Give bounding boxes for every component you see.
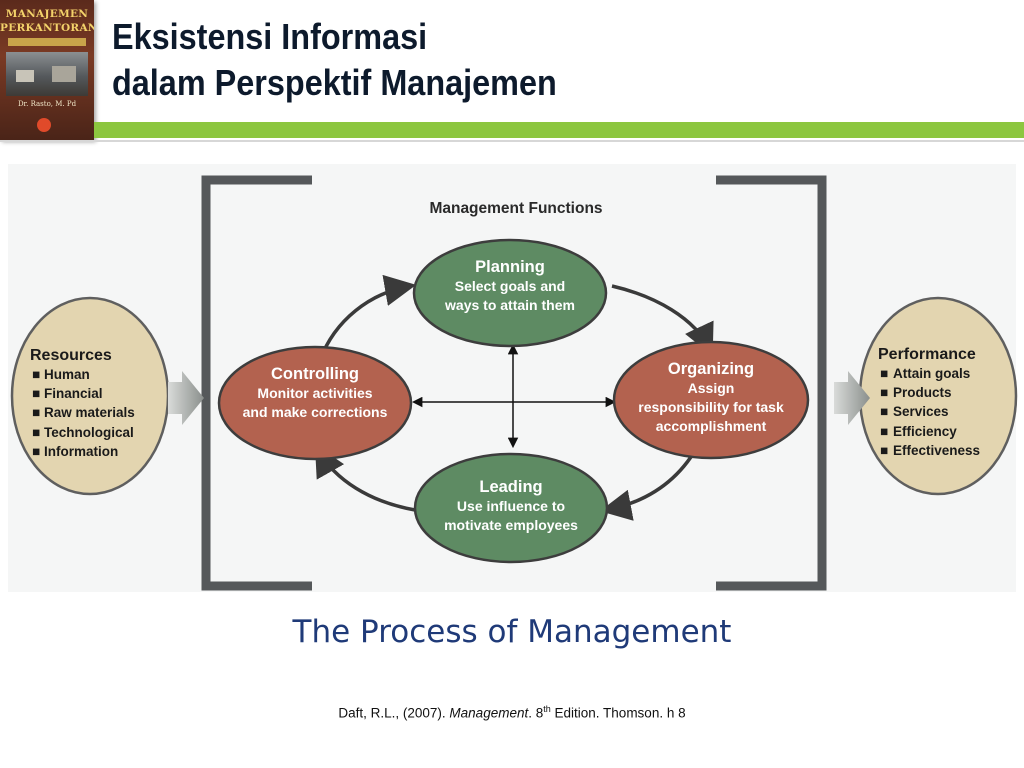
citation-edition-suffix: th xyxy=(543,704,551,714)
performance-bullet: ■ xyxy=(880,443,888,458)
book-cover-photo xyxy=(6,52,88,96)
resources-title: Resources xyxy=(30,347,112,364)
source-citation: Daft, R.L., (2007). Management. 8th Edit… xyxy=(0,704,1024,721)
planning-title: Planning xyxy=(475,258,545,276)
performance-item: Efficiency xyxy=(893,424,957,439)
leading-ellipse xyxy=(413,452,609,564)
planning-text-line: Select goals and xyxy=(455,278,565,294)
resources-item: Technological xyxy=(44,425,134,440)
resources-bullet: ■ xyxy=(32,425,40,440)
resources-input-arrow xyxy=(168,371,204,425)
performance-bullet: ■ xyxy=(880,424,888,439)
planning-text-line: ways to attain them xyxy=(444,297,575,313)
performance-bullet: ■ xyxy=(880,366,888,381)
leading-title: Leading xyxy=(479,478,542,496)
slide-title-line2: dalam Perspektif Manajemen xyxy=(112,62,557,103)
book-cover-band xyxy=(8,38,86,46)
resources-item: Financial xyxy=(44,386,103,401)
management-functions-diagram: Management Functions Resources ■ Human ■… xyxy=(0,150,1024,600)
performance-output-arrow xyxy=(834,371,870,425)
resources-bullet: ■ xyxy=(32,405,40,420)
title-divider xyxy=(0,140,1024,142)
citation-edition-number: . 8 xyxy=(528,705,544,721)
controlling-text-line: Monitor activities xyxy=(257,385,372,401)
resources-item: Human xyxy=(44,367,90,382)
book-cover-image: MANAJEMEN PERKANTORAN Dr. Rasto, M. Pd xyxy=(0,0,94,140)
slide-title: Eksistensi Informasi dalam Perspektif Ma… xyxy=(112,14,557,106)
performance-item: Services xyxy=(893,404,949,419)
organizing-text-line: responsibility for task xyxy=(638,399,784,415)
right-bracket xyxy=(716,175,827,591)
performance-item: Effectiveness xyxy=(893,443,980,458)
organizing-text-line: accomplishment xyxy=(656,418,767,434)
performance-item: Attain goals xyxy=(893,366,970,381)
performance-bullet: ■ xyxy=(880,385,888,400)
diagram-canvas: Management Functions Resources ■ Human ■… xyxy=(8,164,1018,592)
diagram-caption: The Process of Management xyxy=(292,614,732,650)
diagram-heading: Management Functions xyxy=(429,200,602,217)
resources-bullet: ■ xyxy=(32,444,40,459)
resources-item: Information xyxy=(44,444,118,459)
leading-text-line: Use influence to xyxy=(457,498,565,514)
organizing-title: Organizing xyxy=(668,360,754,378)
citation-publisher: Edition. Thomson. h 8 xyxy=(550,705,686,721)
citation-work-title: Management xyxy=(449,705,529,721)
performance-bullet: ■ xyxy=(880,404,888,419)
resources-bullet: ■ xyxy=(32,386,40,401)
slide-title-line1: Eksistensi Informasi xyxy=(112,16,428,57)
cycle-arrow-planning-to-organizing xyxy=(611,284,714,356)
controlling-ellipse xyxy=(217,345,413,461)
leading-text-line: motivate employees xyxy=(444,517,578,533)
performance-title: Performance xyxy=(878,346,976,363)
organizing-ellipse xyxy=(612,340,810,460)
resources-item: Raw materials xyxy=(44,405,135,420)
planning-ellipse xyxy=(412,238,608,348)
book-cover-author: Dr. Rasto, M. Pd xyxy=(17,100,77,108)
left-bracket xyxy=(201,175,312,591)
resources-bullet: ■ xyxy=(32,367,40,382)
book-cover-title-line2: PERKANTORAN xyxy=(0,22,94,34)
title-accent-bar xyxy=(94,122,1024,138)
controlling-text-line: and make corrections xyxy=(243,404,388,420)
controlling-title: Controlling xyxy=(271,365,359,383)
organizing-text-line: Assign xyxy=(688,380,735,396)
book-cover-title-line1: MANAJEMEN xyxy=(5,8,89,20)
publisher-logo-icon xyxy=(37,118,51,132)
citation-author-year: Daft, R.L., (2007). xyxy=(338,705,450,721)
performance-item: Products xyxy=(893,385,952,400)
